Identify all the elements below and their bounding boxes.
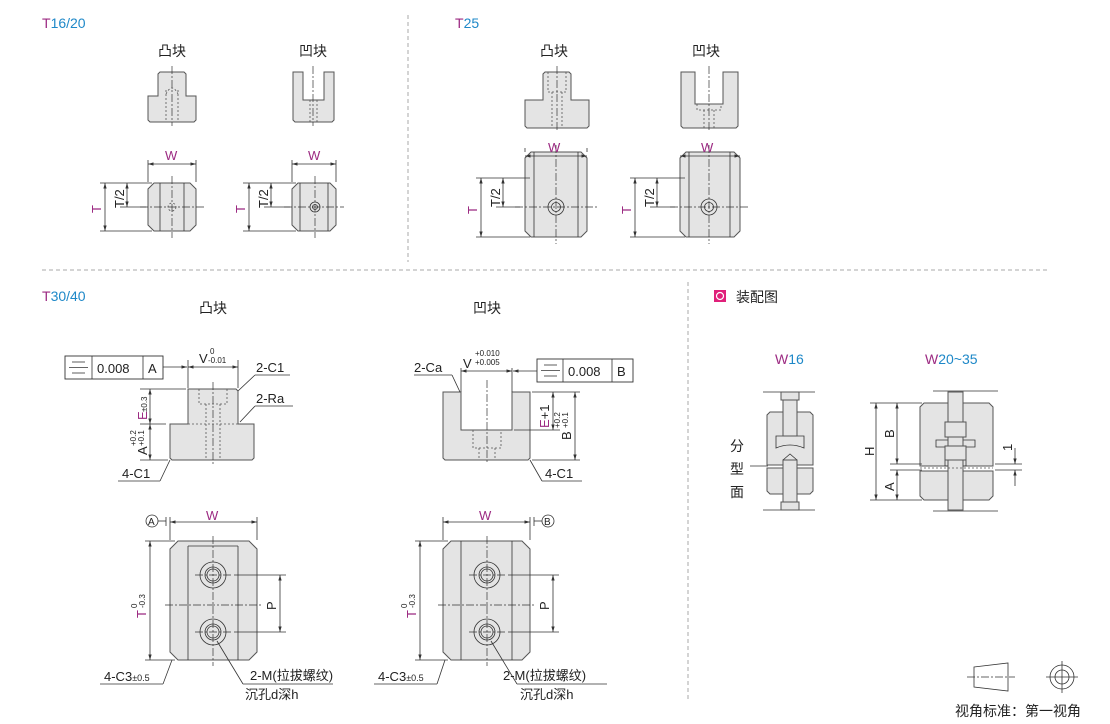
first-angle-circle-icon — [1046, 661, 1078, 693]
t-dimension: T — [404, 610, 419, 618]
parting-label: 型 — [730, 461, 744, 477]
section-title: T25 — [455, 15, 479, 31]
t-dimension: T — [465, 206, 480, 214]
e-dimension: E — [135, 411, 150, 420]
concave-label: 凹块 — [692, 43, 720, 59]
w20-35-assembly: H B A 1 — [862, 390, 1022, 512]
chamfer-c3-label: 4-C3±0.5 — [378, 669, 424, 684]
gdt-tolerance: 0.008 — [97, 361, 130, 376]
t-half-dimension: T/2 — [112, 189, 127, 208]
symmetry-icon — [541, 364, 560, 377]
clearance-dimension: 1 — [1000, 444, 1015, 451]
t-tol-lower: -0.3 — [138, 594, 147, 608]
gdt-tolerance: 0.008 — [568, 364, 601, 379]
projection-standard-text: 视角标准：第一视角 — [955, 703, 1081, 719]
gdt-datum: B — [617, 364, 626, 379]
section-bullet-icon — [714, 290, 726, 302]
chamfer-label: 2-C1 — [256, 360, 284, 375]
w-dimension: W — [701, 140, 714, 155]
v-dimension: V — [463, 356, 472, 371]
w-dimension: W — [308, 148, 321, 163]
counterbore-label: 沉孔d深h — [245, 687, 298, 702]
v-tol-lower: +0.005 — [475, 358, 500, 367]
t-half-dimension: T/2 — [642, 188, 657, 207]
w20-35-label: W20~35 — [925, 351, 978, 367]
t-dimension: T — [134, 610, 149, 618]
w16-label: W16 — [775, 351, 804, 367]
concave-plan-view: W B T 0 -0.3 P 4-C3±0.5 2-M(拉拔螺纹) 沉孔d深h — [374, 508, 607, 702]
symmetry-icon — [69, 361, 88, 374]
w-dimension: W — [165, 148, 178, 163]
h-dimension: H — [862, 447, 877, 456]
thread-label: 2-M(拉拔螺纹) — [250, 668, 333, 683]
convex-label: 凸块 — [158, 43, 186, 59]
parting-label: 面 — [730, 484, 744, 500]
e-tol: ±0.3 — [140, 396, 149, 412]
parting-label: 分 — [730, 438, 744, 454]
truncated-cone-icon — [973, 662, 1009, 692]
a-dimension: A — [882, 482, 897, 491]
projection-legend: 视角标准：第一视角 — [955, 661, 1081, 719]
assembly-title: 装配图 — [736, 289, 778, 305]
chamfer-label: 2-Ca — [414, 360, 443, 375]
section-title: T30/40 — [42, 288, 86, 304]
concave-side-view: V +0.010 +0.005 0.008 B 2-Ca E+1 B +0.2 … — [414, 349, 634, 482]
t-dimension: T — [233, 205, 248, 213]
section-title: T16/20 — [42, 15, 86, 31]
t-half-dimension: T/2 — [488, 188, 503, 207]
chamfer-label: 4-C1 — [122, 466, 150, 481]
convex-side-view: 0.008 A V 0 -0.01 2-C1 2-Ra E ±0.3 A +0.… — [64, 347, 293, 482]
w-dimension: W — [206, 508, 219, 523]
v-tol-upper: +0.010 — [475, 349, 500, 358]
e-dimension: E+1 — [537, 405, 552, 429]
b-tol-lower: +0.1 — [561, 412, 570, 428]
b-dimension: B — [882, 429, 897, 438]
concave-block-side — [292, 71, 335, 123]
a-tol-lower: +0.1 — [137, 430, 146, 446]
t-tol-upper: 0 — [130, 603, 139, 608]
a-tol-upper: +0.2 — [129, 430, 138, 446]
gdt-datum: A — [148, 361, 157, 376]
t-tol-upper: 0 — [400, 603, 409, 608]
concave-label: 凹块 — [299, 43, 327, 59]
t-dimension: T — [619, 206, 634, 214]
v-tol-lower: -0.01 — [208, 356, 227, 365]
convex-label: 凸块 — [540, 43, 568, 59]
v-dimension: V — [199, 351, 208, 366]
concave-block-side — [680, 71, 739, 129]
radius-label: 2-Ra — [256, 391, 285, 406]
thread-label: 2-M(拉拔螺纹) — [503, 668, 586, 683]
concave-label: 凹块 — [473, 300, 501, 316]
w-dimension: W — [479, 508, 492, 523]
t-half-dimension: T/2 — [256, 189, 271, 208]
datum-a-marker: A — [148, 517, 155, 528]
chamfer-label: 4-C1 — [545, 466, 573, 481]
p-dimension: P — [264, 601, 279, 610]
a-dimension: A — [135, 446, 150, 455]
convex-label: 凸块 — [199, 300, 227, 316]
v-tol-upper: 0 — [210, 347, 215, 356]
section-assembly: 装配图 W16 W20~35 分 型 面 — [714, 289, 1022, 512]
counterbore-label: 沉孔d深h — [520, 687, 573, 702]
w16-assembly: 分 型 面 — [730, 391, 815, 511]
chamfer-c3-label: 4-C3±0.5 — [104, 669, 150, 684]
b-tol-upper: +0.2 — [553, 412, 562, 428]
w-dimension: W — [548, 140, 561, 155]
b-dimension: B — [559, 431, 574, 440]
concave-block-plan — [679, 151, 741, 238]
section-t16-20: T16/20 凸块 凹块 W T/2 T W T/2 T — [42, 15, 344, 238]
t-dimension: T — [89, 205, 104, 213]
datum-b-marker: B — [544, 517, 551, 528]
section-t30-40: T30/40 凸块 凹块 0.008 A V 0 -0.01 2-C1 2-Ra… — [42, 288, 634, 702]
p-dimension: P — [537, 601, 552, 610]
t-tol-lower: -0.3 — [408, 594, 417, 608]
section-t25: T25 凸块 凹块 W T/2 T W T/2 T — [455, 15, 750, 244]
convex-plan-view: W A T 0 -0.3 P 4-C3±0.5 2-M(拉拔螺纹) 沉孔d深h — [100, 508, 333, 702]
